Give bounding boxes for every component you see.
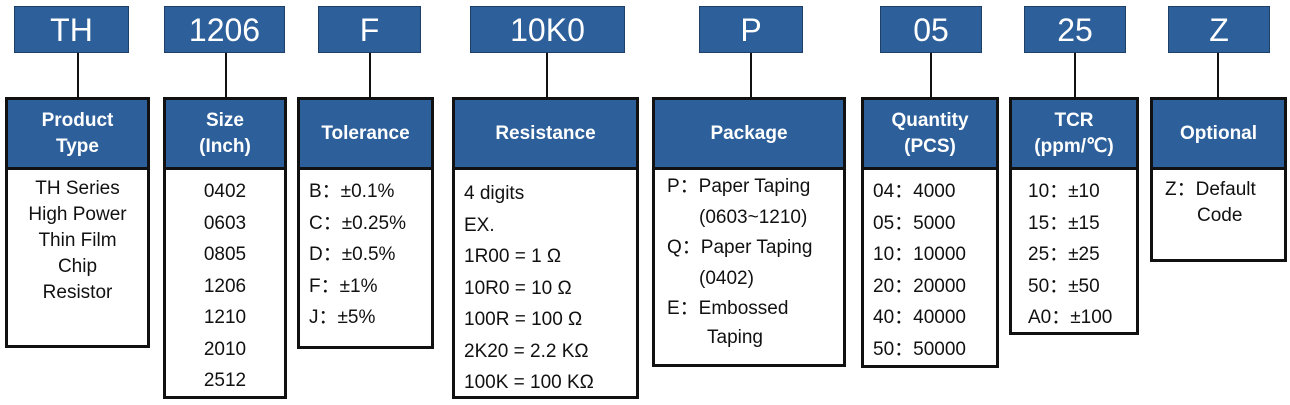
quantity-body: 04：4000 05：5000 10：10000 20：20000 40：400… bbox=[864, 170, 996, 365]
tolerance-option: J：±5% bbox=[309, 307, 376, 328]
header-line: (Inch) bbox=[199, 135, 251, 157]
package-option-note: (0603~1210) bbox=[699, 206, 808, 228]
resistance-line: 100R = 100 Ω bbox=[464, 309, 583, 330]
package-option: Q：Paper Taping bbox=[667, 237, 813, 258]
size-header: Size (Inch) bbox=[166, 100, 284, 170]
quantity-option: 04：4000 bbox=[873, 181, 956, 202]
header-line: Type bbox=[56, 135, 99, 157]
resistance-line: EX. bbox=[464, 214, 495, 236]
header-line: TCR bbox=[1054, 109, 1094, 131]
package-box: Package P：Paper Taping (0603~1210) Q：Pap… bbox=[652, 97, 846, 367]
tolerance-header: Tolerance bbox=[300, 100, 431, 170]
header-line: Quantity bbox=[891, 109, 969, 131]
tolerance-option: C：±0.25% bbox=[309, 212, 407, 234]
size-option: 1210 bbox=[203, 307, 247, 328]
quantity-option: 50：50000 bbox=[873, 338, 966, 360]
package-option: E：Embossed bbox=[667, 298, 789, 319]
quantity-option: 40：40000 bbox=[873, 307, 966, 328]
resistance-header: Resistance bbox=[455, 100, 636, 170]
size-option: 0603 bbox=[203, 212, 247, 234]
product-type-line: TH Series bbox=[35, 178, 120, 199]
connector-line bbox=[750, 53, 752, 97]
resistance-line: 10R0 = 10 Ω bbox=[464, 277, 572, 299]
tolerance-option: F：±1% bbox=[309, 275, 378, 297]
package-header: Package bbox=[655, 100, 843, 170]
tcr-option: 50：±50 bbox=[1028, 275, 1100, 297]
optional-body: Z：Default Code bbox=[1153, 170, 1284, 229]
code-box-tolerance: F bbox=[318, 6, 421, 53]
header-line: Resistance bbox=[495, 122, 596, 144]
connector-line bbox=[225, 53, 227, 97]
code-box-size: 1206 bbox=[164, 6, 285, 53]
size-body: 0402 0603 0805 1206 1210 2010 2512 bbox=[166, 170, 284, 397]
size-option: 0402 bbox=[203, 181, 247, 202]
connector-line bbox=[369, 53, 371, 97]
product-type-line: Thin Film bbox=[38, 230, 117, 251]
connector-line bbox=[77, 53, 79, 97]
tcr-option: 25：±25 bbox=[1028, 244, 1100, 265]
tolerance-body: B：±0.1% C：±0.25% D：±0.5% F：±1% J：±5% bbox=[300, 170, 431, 334]
optional-box: Optional Z：Default Code bbox=[1150, 97, 1287, 262]
resistance-box: Resistance 4 digits EX. 1R00 = 1 Ω 10R0 … bbox=[452, 97, 639, 399]
product-type-line: Resistor bbox=[42, 282, 113, 303]
tcr-option: A0：±100 bbox=[1028, 307, 1113, 328]
header-line: Size bbox=[205, 109, 245, 131]
size-option: 2512 bbox=[203, 370, 247, 391]
resistance-line: 4 digits bbox=[464, 183, 525, 204]
tcr-box: TCR (ppm/℃) 10：±10 15：±15 25：±25 50：±50 … bbox=[1009, 97, 1139, 335]
size-option: 0805 bbox=[203, 244, 247, 265]
optional-option: Z：Default bbox=[1165, 179, 1256, 200]
header-line: Tolerance bbox=[321, 122, 410, 144]
code-box-tcr: 25 bbox=[1024, 6, 1126, 53]
product-type-line: Chip bbox=[57, 256, 98, 277]
tcr-option: 15：±15 bbox=[1028, 212, 1100, 234]
quantity-header: Quantity (PCS) bbox=[864, 100, 996, 170]
code-box-optional: Z bbox=[1168, 6, 1270, 53]
optional-header: Optional bbox=[1153, 100, 1284, 170]
code-box-type: TH bbox=[14, 6, 129, 53]
header-line: (ppm/℃) bbox=[1034, 135, 1114, 157]
package-body: P：Paper Taping (0603~1210) Q：Paper Tapin… bbox=[655, 170, 843, 351]
tolerance-option: B：±0.1% bbox=[309, 181, 395, 202]
resistance-line: 100K = 100 KΩ bbox=[464, 372, 594, 393]
package-option-note: (0402) bbox=[699, 267, 754, 289]
size-box: Size (Inch) 0402 0603 0805 1206 1210 201… bbox=[163, 97, 287, 399]
size-option: 2010 bbox=[203, 338, 247, 360]
header-line: (PCS) bbox=[904, 135, 956, 157]
connector-line bbox=[1074, 53, 1076, 97]
connector-line bbox=[1217, 53, 1219, 97]
product-type-box: Product Type TH Series High Power Thin F… bbox=[5, 97, 150, 348]
header-line: Product bbox=[41, 109, 114, 131]
tolerance-option: D：±0.5% bbox=[309, 244, 396, 265]
product-type-header: Product Type bbox=[8, 100, 147, 170]
product-type-line: High Power bbox=[28, 204, 127, 225]
connector-line bbox=[930, 53, 932, 97]
tcr-option: 10：±10 bbox=[1028, 181, 1100, 202]
code-box-package: P bbox=[699, 6, 803, 53]
resistance-body: 4 digits EX. 1R00 = 1 Ω 10R0 = 10 Ω 100R… bbox=[455, 170, 636, 399]
quantity-option: 05：5000 bbox=[873, 212, 956, 234]
quantity-option: 20：20000 bbox=[873, 275, 966, 297]
package-option: P：Paper Taping bbox=[667, 176, 811, 197]
optional-option-note: Code bbox=[1197, 205, 1243, 226]
tcr-header: TCR (ppm/℃) bbox=[1012, 100, 1136, 170]
quantity-option: 10：10000 bbox=[873, 244, 966, 265]
header-line: Package bbox=[710, 122, 788, 144]
size-option: 1206 bbox=[203, 275, 247, 297]
header-line: Optional bbox=[1179, 122, 1258, 144]
package-option-note: Taping bbox=[707, 326, 763, 348]
resistance-line: 2K20 = 2.2 KΩ bbox=[464, 340, 589, 362]
code-box-quantity: 05 bbox=[880, 6, 982, 53]
connector-line bbox=[546, 53, 548, 97]
tolerance-box: Tolerance B：±0.1% C：±0.25% D：±0.5% F：±1%… bbox=[297, 97, 434, 349]
resistance-line: 1R00 = 1 Ω bbox=[464, 246, 562, 267]
quantity-box: Quantity (PCS) 04：4000 05：5000 10：10000 … bbox=[861, 97, 999, 368]
product-type-body: TH Series High Power Thin Film Chip Resi… bbox=[8, 170, 147, 306]
code-box-resistance: 10K0 bbox=[470, 6, 625, 53]
tcr-body: 10：±10 15：±15 25：±25 50：±50 A0：±100 bbox=[1012, 170, 1136, 334]
